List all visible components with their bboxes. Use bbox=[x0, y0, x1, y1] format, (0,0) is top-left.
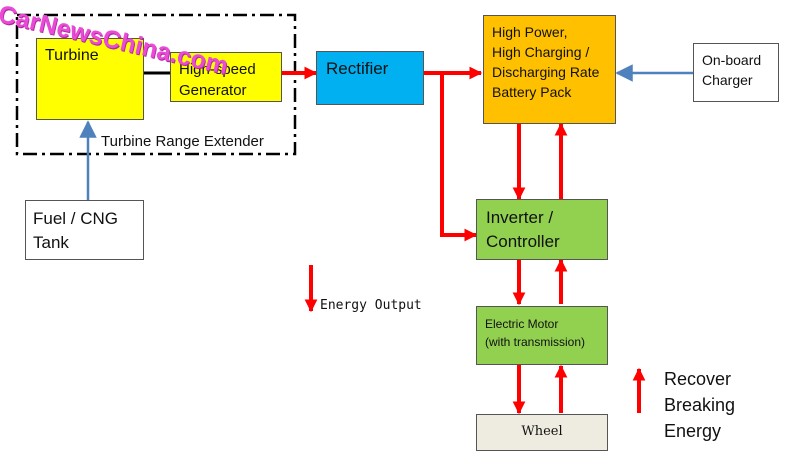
legend-energy-output: Energy Output bbox=[320, 298, 422, 313]
legend-recover-energy: Recover Breaking Energy bbox=[664, 369, 736, 441]
fuel-tank-box: Fuel / CNG Tank bbox=[25, 200, 144, 260]
generator-box: High-speed Generator bbox=[170, 52, 282, 102]
rectifier-box: Rectifier bbox=[316, 51, 424, 105]
inverter-box: Inverter / Controller bbox=[476, 199, 608, 260]
range-extender-border bbox=[15, 13, 297, 156]
battery-pack-box: High Power, High Charging / Discharging … bbox=[483, 15, 616, 124]
range-extender-label: Turbine Range Extender bbox=[98, 133, 267, 150]
turbine-box: Turbine bbox=[36, 38, 144, 120]
motor-box: Electric Motor (with transmission) bbox=[476, 306, 608, 365]
charger-box: On-board Charger bbox=[693, 43, 779, 102]
wheel-box: Wheel bbox=[476, 414, 608, 451]
